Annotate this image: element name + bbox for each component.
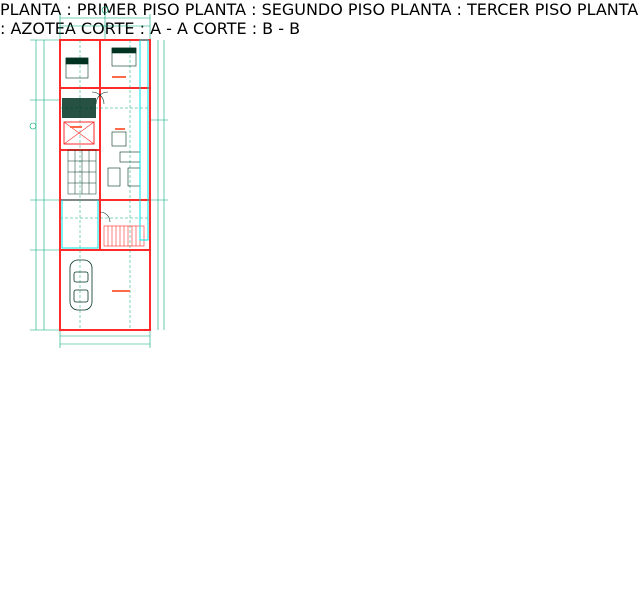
living-furniture (107, 131, 141, 187)
room-labels (70, 76, 130, 292)
title-corte-a-a: CORTE : A - A (80, 19, 188, 38)
bedroom-furniture (65, 47, 137, 79)
kitchen-tiles (67, 149, 97, 195)
title-tercer-piso: PLANTA : TERCER PISO (390, 0, 572, 19)
title-primer-piso: PLANTA : PRIMER PISO (0, 0, 180, 19)
title-azotea: PLANTA : AZOTEA (0, 0, 639, 38)
stair (103, 225, 145, 247)
walls (59, 39, 151, 331)
title-segundo-piso: PLANTA : SEGUNDO PISO (184, 0, 386, 19)
garage-car (69, 259, 93, 311)
title-corte-b-b: CORTE : B - B (193, 19, 301, 38)
plan-primer-piso (29, 6, 168, 348)
dimension-lines (30, 14, 168, 348)
